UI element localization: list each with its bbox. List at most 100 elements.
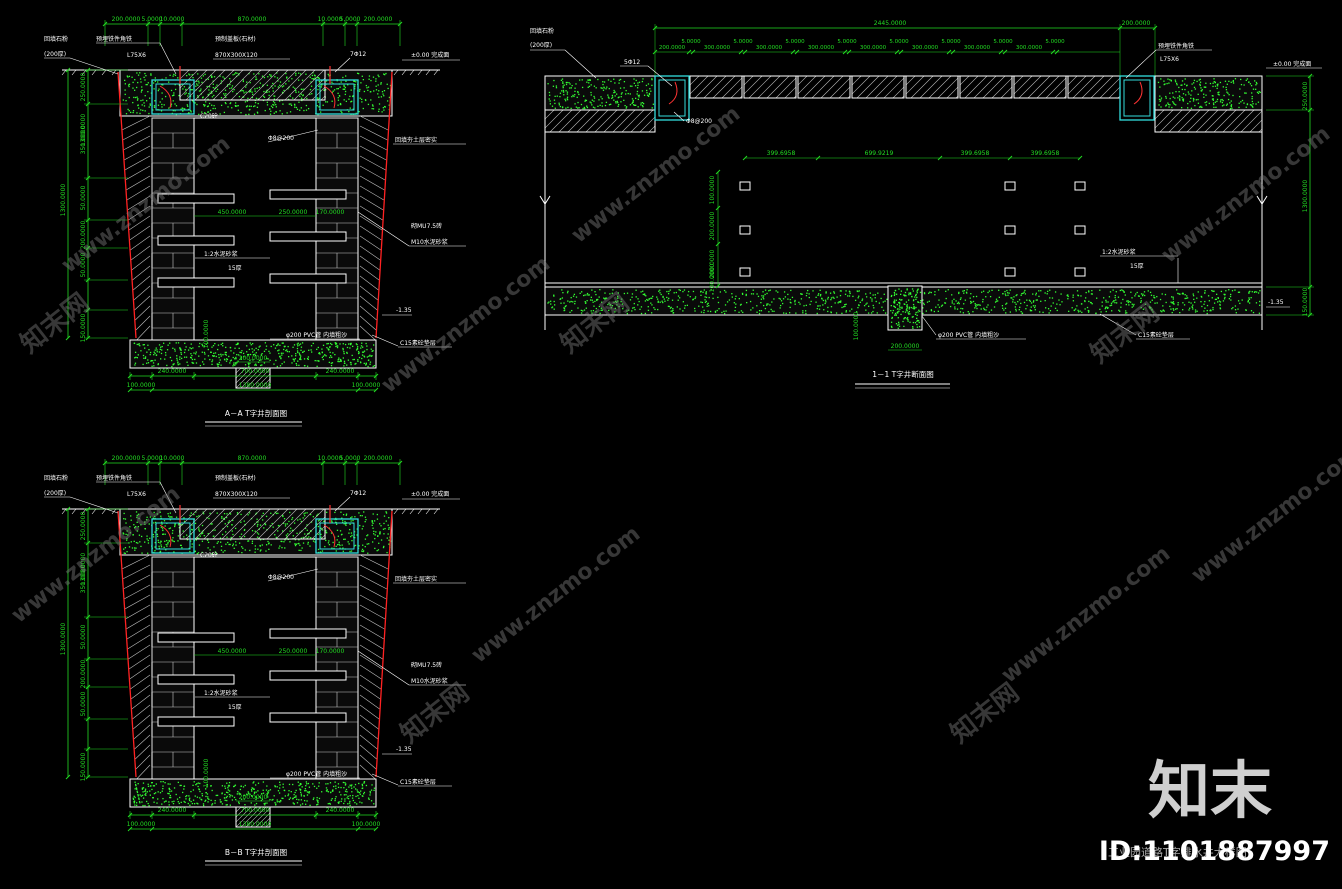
concrete-dot [174,348,176,350]
concrete-dot [300,795,303,797]
hatch-line [260,817,270,827]
concrete-dot [953,303,955,305]
concrete-dot [161,349,163,351]
concrete-dot [857,306,859,309]
slope-line-right [375,510,393,778]
concrete-dot [635,97,637,100]
concrete-dot [834,302,836,304]
concrete-dot [345,524,347,527]
concrete-dot [328,540,330,542]
concrete-dot [925,310,927,312]
concrete-dot [577,307,579,309]
concrete-dot [139,541,141,543]
concrete-dot [356,789,358,791]
concrete-dot [238,792,240,794]
concrete-dot [1171,302,1173,304]
concrete-dot [1199,84,1201,87]
concrete-dot [191,524,193,526]
concrete-dot [1212,102,1215,104]
concrete-dot [1058,299,1060,301]
concrete-dot [311,351,313,353]
concrete-dot [917,311,919,313]
cover-plate [1067,75,1121,99]
concrete-dot [752,293,755,295]
concrete-dot [132,87,134,89]
concrete-dot [1172,101,1174,103]
ground-hatch [101,508,107,515]
concrete-dot [151,365,153,367]
concrete-dot [1219,307,1221,309]
concrete-dot [372,350,374,352]
concrete-dot [1076,305,1078,307]
concrete-dot [343,352,345,355]
concrete-dot [169,519,172,521]
concrete-dot [298,72,300,74]
hatch-line [276,368,296,388]
concrete-dot [287,345,289,348]
concrete-dot [839,294,842,297]
concrete-dot [148,804,150,807]
concrete-dot [1245,106,1247,108]
concrete-dot [314,75,316,77]
concrete-dot [128,546,131,548]
concrete-dot [1255,81,1258,84]
hatch-line [648,125,655,132]
concrete-dot [292,346,294,348]
concrete-dot [1182,100,1185,102]
concrete-dot [254,105,256,107]
hatch-line [185,70,217,100]
weep-hole [1074,267,1086,277]
concrete-dot [177,361,179,363]
concrete-dot [1191,83,1193,85]
concrete-dot [612,289,614,291]
concrete-dot [1220,290,1223,293]
concrete-dot [1171,311,1173,314]
concrete-dot [382,93,384,95]
concrete-dot [959,298,962,301]
left-dim-label: 1300.0000 [80,553,87,586]
concrete-dot [620,101,622,103]
concrete-dot [224,793,226,796]
concrete-dot [1035,299,1037,301]
concrete-dot [1168,82,1170,84]
hatch-line [302,516,325,539]
concrete-dot [906,317,909,319]
concrete-dot [571,309,573,312]
concrete-dot [214,87,216,90]
concrete-dot [159,792,162,794]
soil-hatch [359,245,381,261]
concrete-dot [137,794,139,796]
concrete-dot [990,309,993,311]
concrete-dot [269,113,272,115]
concrete-dot [264,523,267,526]
concrete-dot [606,86,608,88]
concrete-dot [847,295,849,297]
concrete-dot [739,304,742,306]
concrete-dot [352,519,354,522]
concrete-dot [280,357,282,359]
dim-200: 200.0000 [239,794,268,801]
concrete-dot [241,89,243,92]
concrete-dot [337,104,339,106]
concrete-dot [272,87,274,89]
concrete-dot [912,321,915,324]
concrete-dot [320,86,323,88]
concrete-dot [1230,299,1232,301]
concrete-dot [223,517,225,520]
concrete-dot [561,106,564,109]
concrete-dot [894,289,897,292]
concrete-dot [233,785,236,787]
concrete-dot [605,297,608,299]
concrete-dot [321,550,324,552]
concrete-dot [195,511,197,513]
concrete-dot [644,312,647,315]
concrete-dot [773,310,775,312]
concrete-dot [1191,90,1193,92]
concrete-dot [583,309,586,311]
concrete-dot [299,358,301,360]
concrete-dot [371,107,373,110]
soil-hatch [136,325,151,341]
concrete-dot [1106,306,1108,308]
concrete-dot [1172,296,1174,298]
hatch-line [180,70,199,89]
